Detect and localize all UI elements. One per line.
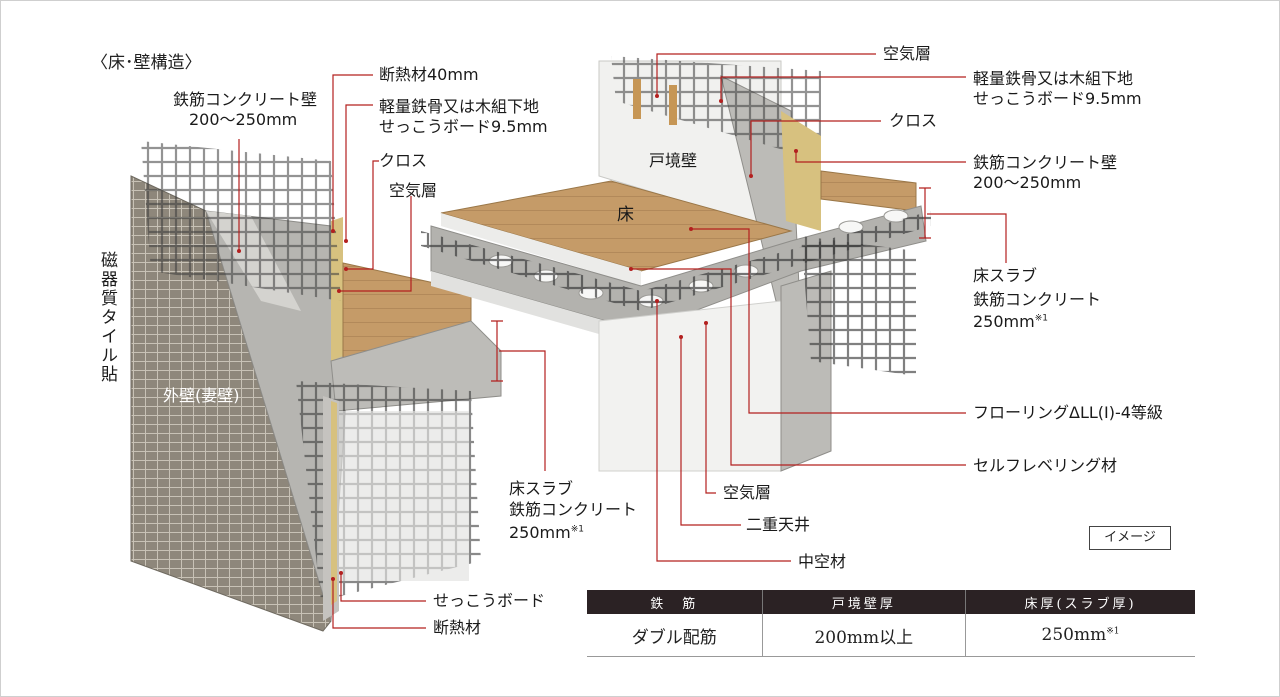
leader-gypsum (340, 573, 426, 602)
leader-insulation-40 (332, 74, 373, 231)
label-self-leveling: セルフレベリング材 (973, 456, 1118, 475)
rebar-top-right (611, 56, 821, 161)
label-airlayer-left: 空気層 (389, 181, 438, 200)
leader-cloth-right (750, 120, 881, 176)
label-floor: 床 (617, 205, 634, 225)
lower-wall-inner (339, 411, 469, 581)
leader-slab-left (499, 350, 546, 471)
label-double-ceiling: 二重天井 (746, 515, 811, 534)
label-tile-vertical: 磁器質タイル貼 (97, 251, 117, 384)
label-lightsteel-left: 軽量鉄骨又は木組下地 せっこうボード9.5mm (379, 97, 548, 136)
rebar-grid-left-top (141, 141, 341, 301)
leader-airlayer-top (656, 53, 876, 96)
leader-airlayer-bottom (705, 323, 716, 494)
label-slab-left-1: 床スラブ (509, 479, 574, 498)
label-insulation-40: 断熱材40mm (379, 65, 479, 84)
label-slab-right-1: 床スラブ (973, 266, 1038, 285)
spec-table-header: 鉄 筋 戸境壁厚 床厚(スラブ厚) (587, 590, 1195, 614)
leader-cloth-left (346, 160, 379, 270)
double-ceiling (431, 271, 641, 346)
cell-partition-thickness: 200mm以上 (762, 614, 967, 657)
label-cloth-right: クロス (889, 111, 938, 130)
leader-lightsteel-left (345, 104, 373, 241)
image-badge: イメージ (1089, 526, 1171, 550)
slab-left-dimension (491, 320, 503, 382)
leader-double-ceiling (680, 337, 741, 526)
leader-self-leveling (631, 268, 966, 466)
leader-lightsteel-right (720, 76, 966, 101)
label-exterior-wall: 外壁(妻壁) (163, 386, 240, 405)
leader-rc-wall-right (795, 151, 966, 163)
note-mark: ※1 (570, 524, 584, 535)
header-floor-thickness: 床厚(スラブ厚) (965, 590, 1195, 614)
label-rc-wall-right: 鉄筋コンクリート壁 200〜250mm (973, 153, 1118, 192)
cell-rebar: ダブル配筋 (587, 614, 763, 657)
label-airlayer-bottom: 空気層 (723, 483, 772, 502)
label-cloth-left: クロス (379, 151, 428, 170)
wood-stud (669, 85, 677, 125)
label-flooring: フローリングΔLL(I)-4等級 (973, 403, 1163, 422)
leader-hollow (656, 301, 791, 562)
label-gypsum-board: せっこうボード (433, 591, 546, 610)
wood-stud (633, 79, 641, 119)
slab-rebar-mesh (421, 211, 931, 311)
table-row: ダブル配筋 200mm以上 250mm※1 (587, 614, 1195, 657)
lower-insulation (331, 401, 337, 605)
diagram-title: 〈床･壁構造〉 (91, 53, 202, 73)
label-slab-left-2: 鉄筋コンクリート (509, 500, 638, 519)
rebar-cage-right (801, 236, 916, 376)
header-rebar: 鉄 筋 (587, 590, 763, 614)
leader-insulation (332, 579, 426, 629)
label-rc-wall-left: 鉄筋コンクリート壁 200〜250mm (173, 90, 318, 129)
floor-wood-far-right (820, 170, 917, 212)
leader-flooring (691, 228, 966, 414)
label-slab-right-3: 250mm※1 (973, 312, 1048, 331)
lower-partition-wall (598, 300, 782, 472)
label-slab-left-3: 250mm※1 (509, 523, 584, 542)
label-airlayer-top: 空気層 (883, 44, 932, 63)
label-hollow: 中空材 (798, 552, 847, 571)
label-partition-wall: 戸境壁 (649, 151, 698, 170)
leader-slab-right (927, 213, 1007, 263)
header-partition-thickness: 戸境壁厚 (762, 590, 967, 614)
leader-airlayer-left (339, 196, 412, 292)
label-insulation: 断熱材 (433, 618, 482, 637)
note-mark: ※1 (1034, 313, 1048, 324)
spec-table: 鉄 筋 戸境壁厚 床厚(スラブ厚) ダブル配筋 200mm以上 250mm※1 (587, 590, 1195, 657)
note-mark: ※1 (1106, 626, 1120, 637)
label-slab-right-2: 鉄筋コンクリート (973, 290, 1102, 309)
cell-floor-thickness: 250mm※1 (965, 614, 1195, 657)
self-leveling-layer (441, 213, 641, 286)
slab-right-dimension (919, 187, 931, 239)
insulation-strip-right (781, 111, 821, 231)
label-lightsteel-right: 軽量鉄骨又は木組下地 せっこうボード9.5mm (973, 69, 1142, 108)
